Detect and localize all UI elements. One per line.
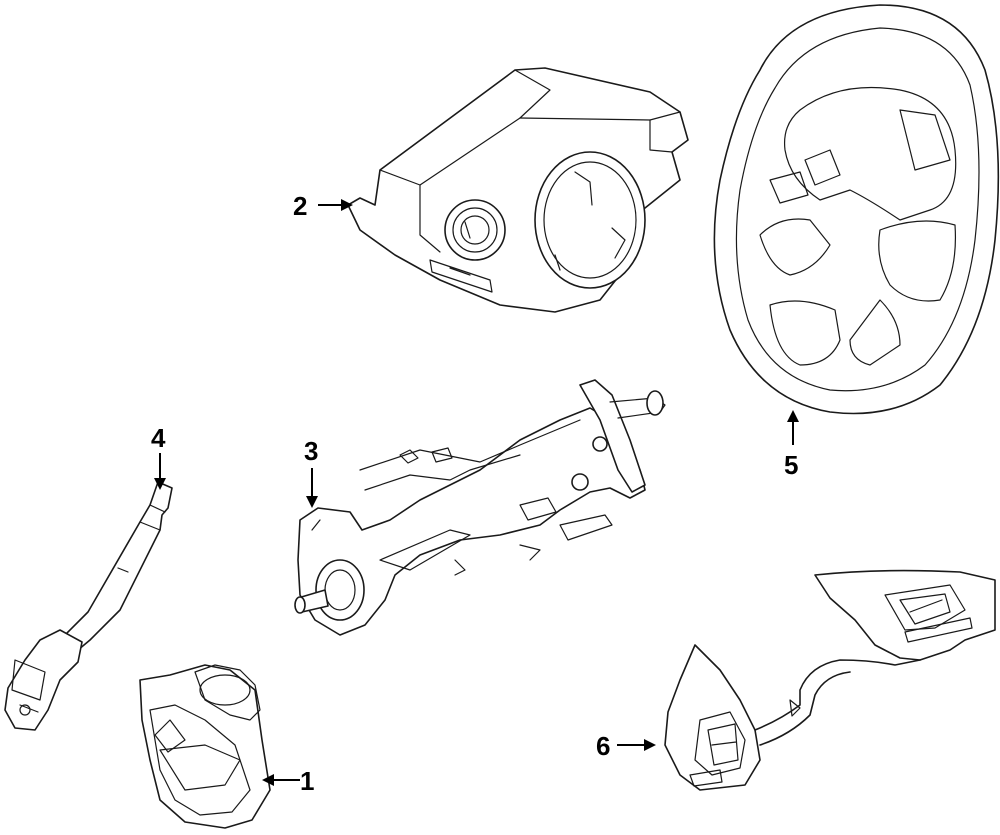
callout-label: 1 bbox=[300, 766, 314, 796]
callout-label: 4 bbox=[151, 423, 166, 453]
arrowhead bbox=[262, 774, 274, 786]
callout-5: 5 bbox=[784, 410, 799, 480]
part-6-wheel-switches bbox=[664, 569, 996, 791]
callout-label: 5 bbox=[784, 450, 798, 480]
part-2-column-shroud bbox=[347, 67, 689, 313]
part-4-intermediate-shaft bbox=[4, 481, 173, 731]
callout-4: 4 bbox=[151, 423, 166, 490]
part-3-steering-column bbox=[294, 379, 666, 636]
arrowhead bbox=[644, 739, 656, 751]
part-5-steering-wheel bbox=[713, 4, 1000, 415]
callout-1: 1 bbox=[262, 766, 314, 796]
arrowhead bbox=[306, 496, 318, 508]
callout-3: 3 bbox=[304, 436, 318, 508]
callout-label: 3 bbox=[304, 436, 318, 466]
part-1-clockspring bbox=[139, 664, 271, 829]
callout-6: 6 bbox=[596, 731, 656, 761]
arrowhead bbox=[341, 199, 353, 211]
callout-label: 2 bbox=[293, 191, 307, 221]
callout-label: 6 bbox=[596, 731, 610, 761]
arrowhead bbox=[154, 478, 166, 490]
arrowhead bbox=[787, 410, 799, 422]
callout-2: 2 bbox=[293, 191, 353, 221]
